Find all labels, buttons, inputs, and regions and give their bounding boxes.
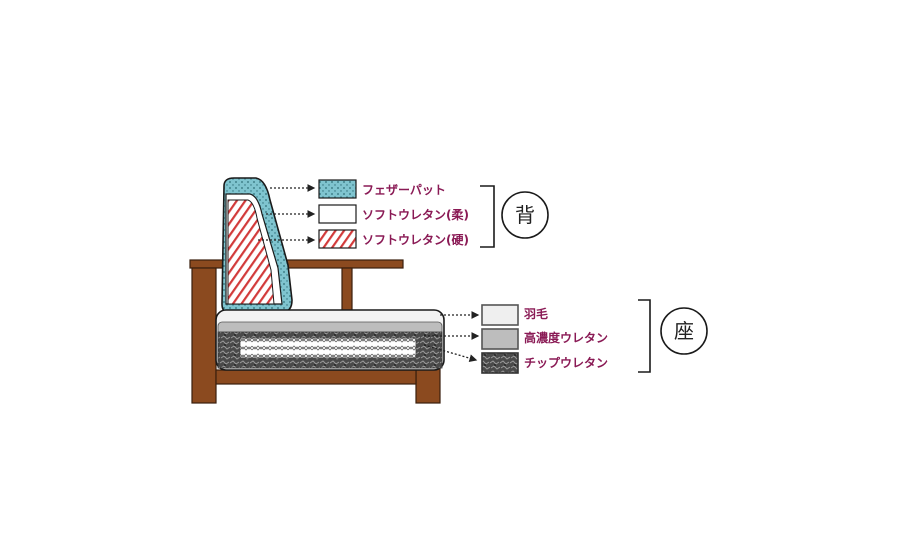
label-soft-urethane-hard: ソフトウレタン(硬) xyxy=(362,233,469,247)
label-down-feather: 羽毛 xyxy=(524,306,548,321)
bottom-rail xyxy=(215,369,417,385)
armrest-top xyxy=(189,259,404,269)
back-legend: フェザーパット ソフトウレタン(柔) ソフトウレタン(硬) 背 xyxy=(318,179,549,249)
swatch-feather-pad xyxy=(318,179,357,199)
back-hard-urethane-shape xyxy=(227,199,275,305)
left-leg xyxy=(191,267,217,404)
back-bracket xyxy=(480,185,495,248)
swatch-chip-urethane xyxy=(481,352,519,374)
seat-cushion xyxy=(215,309,445,371)
swatch-soft-urethane-hard xyxy=(318,229,357,249)
seat-bracket xyxy=(638,299,651,373)
label-chip-urethane: チップウレタン xyxy=(524,355,608,370)
back-leader-lines xyxy=(258,184,316,244)
right-leg xyxy=(415,367,441,404)
seat-legend: 羽毛 高濃度ウレタン チップウレタン 座 xyxy=(481,299,708,374)
seat-leader-lines xyxy=(423,311,480,362)
back-section-badge xyxy=(501,191,549,239)
swatch-down-feather xyxy=(481,304,519,326)
back-section-label: 背 xyxy=(515,203,535,227)
seat-section-label: 座 xyxy=(674,319,694,343)
seat-section-badge xyxy=(660,307,708,355)
label-soft-urethane-soft: ソフトウレタン(柔) xyxy=(362,207,469,222)
swatch-high-density-urethane xyxy=(481,328,519,350)
seat-inner-core xyxy=(239,337,417,359)
swatch-soft-urethane-soft xyxy=(318,204,357,224)
label-high-density-urethane: 高濃度ウレタン xyxy=(524,330,608,345)
back-cushion xyxy=(221,177,293,313)
label-feather-pad: フェザーパット xyxy=(362,183,446,197)
